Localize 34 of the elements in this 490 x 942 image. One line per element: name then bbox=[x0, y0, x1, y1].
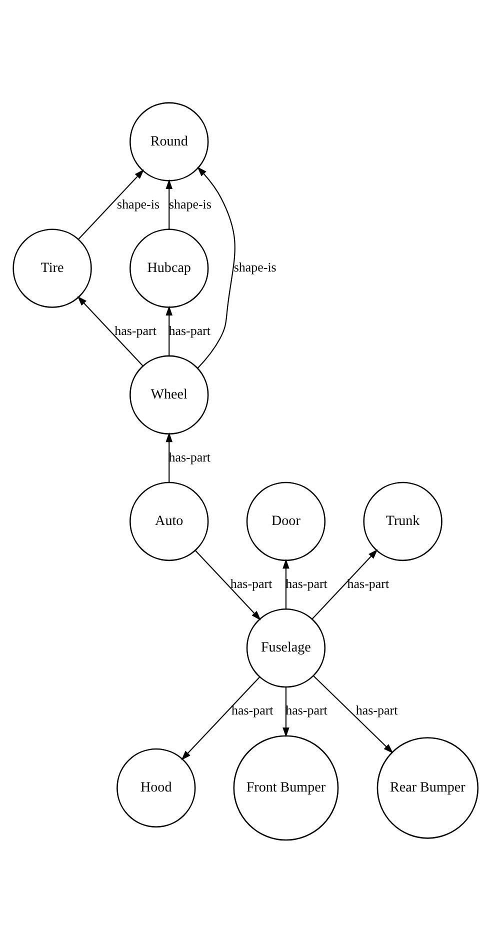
edge-label: has-part bbox=[355, 702, 398, 718]
node-circle: Round bbox=[129, 102, 208, 181]
node-circle: Rear Bumper bbox=[376, 736, 478, 838]
node-circle: Fuselage bbox=[246, 608, 326, 688]
node-circle: Wheel bbox=[129, 354, 208, 434]
arrow bbox=[165, 178, 172, 229]
arrow bbox=[165, 305, 172, 356]
arrow bbox=[180, 676, 260, 760]
arrow bbox=[312, 675, 393, 753]
edge-label: has-part bbox=[114, 322, 156, 338]
arrow bbox=[165, 432, 172, 482]
arrow bbox=[282, 686, 289, 737]
arrow bbox=[196, 166, 235, 368]
edge-label: shape-is bbox=[168, 196, 211, 211]
node-circle: Trunk bbox=[362, 481, 442, 561]
edge-label: has-part bbox=[230, 576, 272, 591]
edge-label: has-part bbox=[231, 702, 273, 718]
node-circle: Front Bumper bbox=[232, 734, 338, 840]
node-circle: Auto bbox=[129, 481, 208, 561]
node-circle: Hood bbox=[116, 748, 196, 828]
node-circle: Hubcap bbox=[129, 228, 208, 308]
edge-label: has-part bbox=[168, 322, 210, 338]
arrow bbox=[78, 168, 144, 240]
arrow bbox=[76, 296, 143, 366]
edge-label: has-part bbox=[168, 449, 210, 464]
edge-label: shape-is bbox=[233, 259, 276, 274]
arrow bbox=[194, 550, 260, 620]
edge-label: has-part bbox=[285, 576, 327, 591]
node-circle: Door bbox=[246, 481, 326, 561]
edge-label: has-part bbox=[346, 576, 389, 591]
arrow bbox=[311, 548, 378, 619]
edge-label: shape-is bbox=[116, 196, 160, 211]
arrow bbox=[282, 558, 289, 608]
edge-label: has-part bbox=[285, 702, 327, 718]
